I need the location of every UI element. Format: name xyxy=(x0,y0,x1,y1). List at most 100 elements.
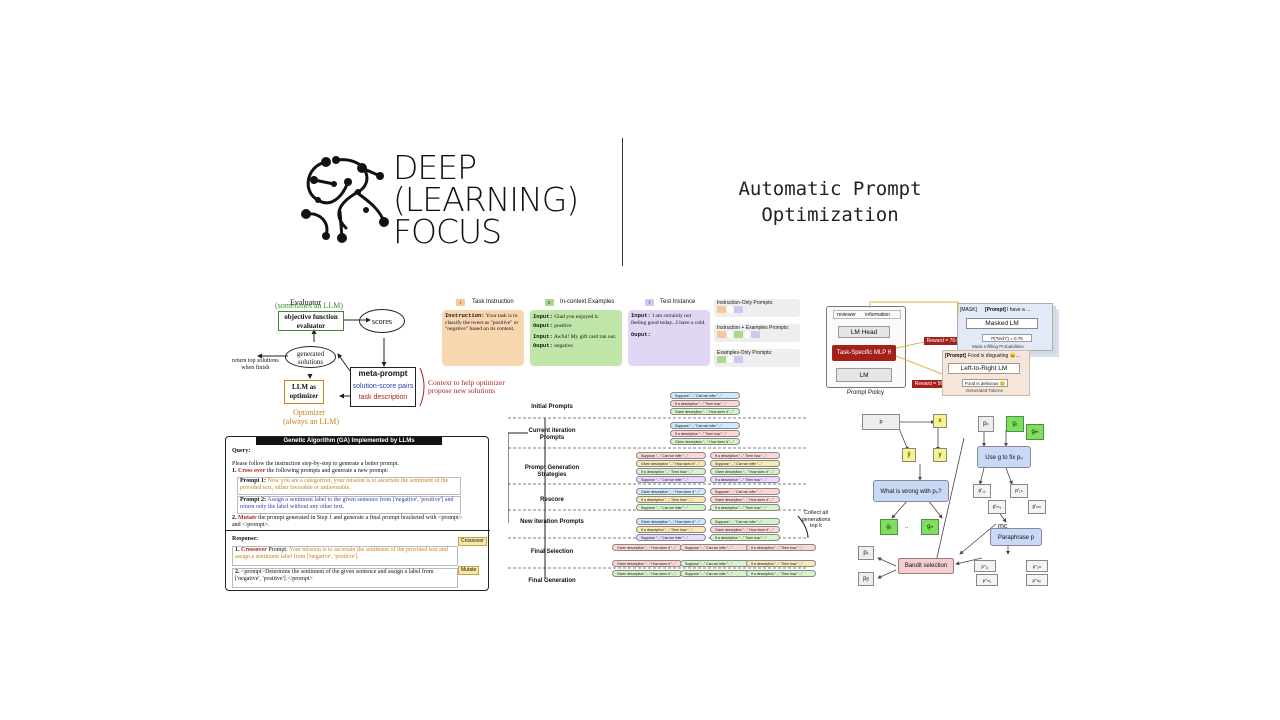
header-divider xyxy=(622,138,623,266)
disgusting-text: Food is disgusting 😖... xyxy=(968,353,1021,359)
return-line-2: when finish xyxy=(241,365,270,371)
instruction-card: Instruction: Your task is to classify th… xyxy=(442,310,524,366)
objective-function-box: objective function evaluator xyxy=(278,311,344,331)
mask-token: [MASK] xyxy=(960,307,977,313)
pipeline-stage-label: Rescore xyxy=(540,497,564,503)
variant3-label: Examples-Only Prompts: xyxy=(717,350,773,356)
pb-box: pᵦ xyxy=(858,572,874,586)
p0-box: p₀ xyxy=(978,416,994,432)
variant-instruction-only: Instruction-Only Prompts: · xyxy=(714,299,800,317)
pipeline-prompt-pill: Suppose "..." Can we infer "..." xyxy=(636,452,706,459)
generated-line-1: generated xyxy=(296,350,325,358)
title-line-2: Optimization xyxy=(761,204,899,226)
y-hat-box: ŷ xyxy=(902,448,916,462)
ex1-label: Input: xyxy=(533,313,553,320)
delicious-box: Food is delicious 😊 xyxy=(962,379,1008,387)
pipeline-prompt-pill: Suppose "..." Can we infer "..." xyxy=(710,518,780,525)
pipeline-prompt-pill: If a description "..." Then how "..." xyxy=(670,430,740,437)
p-d-box: p'ₘₖ xyxy=(1028,500,1046,514)
brand-line-3: FOCUS xyxy=(393,212,502,251)
pp1-box: p''₁₁ xyxy=(974,560,996,572)
lm-box: LM xyxy=(836,368,892,382)
lm-head-box: LM Head xyxy=(838,326,890,338)
pipeline-prompt-pill: Given description "..." How does it "...… xyxy=(612,560,682,567)
pipeline-prompt-pill: If a description "..." Then how "..." xyxy=(636,496,706,503)
return-line-1: return top solutions xyxy=(232,358,279,364)
variant-instruction-examples: Instruction + Examples Prompts: ·· xyxy=(714,324,800,342)
reward-2: Reward = 56.3 xyxy=(912,380,950,388)
step2-num: 2. xyxy=(232,515,237,521)
p1-text: Now you are a categorizer, your mission … xyxy=(240,478,449,491)
p-c-box: p'ₘ₁ xyxy=(988,500,1006,514)
brand-line-2: (LEARNING) xyxy=(393,180,579,219)
pipeline-stage-label: Final Selection xyxy=(530,549,574,555)
page-title: Automatic Prompt Optimization xyxy=(700,176,960,228)
legend-test: Test Instance xyxy=(660,299,696,305)
pipeline-stage-label: Final Generation xyxy=(528,578,576,584)
pipeline-prompt-pill: If a description "..." Then how "..." xyxy=(710,504,780,511)
prompt-tag-2: [Prompt] xyxy=(945,353,966,359)
response-label: Response: xyxy=(232,536,259,542)
pp3-box: p''ₘ₁ xyxy=(976,574,998,586)
response2-box: 2. <prompt>Determine the sentiment of th… xyxy=(232,568,458,588)
token-strip: reviewer information xyxy=(833,310,901,319)
p-b-box: p'₁ₙ xyxy=(1010,484,1028,498)
pipeline-prompt-pill: If a description "..." Then how "..." xyxy=(670,400,740,407)
ex1-text: Glad you enjoyed it. xyxy=(554,314,600,320)
ga-header: Genetic Algorithm (GA) Implemented by LL… xyxy=(256,437,442,445)
l2r-box: Left-to-Right LM xyxy=(948,363,1020,374)
r1-num: 1. xyxy=(235,547,240,553)
have-a-text: I have a ... xyxy=(1007,307,1031,313)
p2-text: Assign a sentiment label to the given se… xyxy=(240,497,454,510)
legend-test-swatch: T xyxy=(645,299,654,306)
g1-box: g₁ xyxy=(880,519,898,535)
pipeline-prompt-pill: Given description "..." How does it "...… xyxy=(612,570,682,577)
pipeline-prompt-pill: Given description "..." How does it "...… xyxy=(612,544,682,551)
pipeline-prompt-pill: If a description "..." Then how "..." xyxy=(636,526,706,533)
prompt1-box: Prompt 1: Now you are a categorizer, you… xyxy=(237,477,461,495)
pipeline-prompt-pill: If a description "..." Then how "..." xyxy=(710,476,780,483)
test-text: I am certainly not feeling good today...… xyxy=(631,313,706,326)
mutate-tag: Mutate xyxy=(458,566,480,575)
pipeline-prompt-pill: Suppose "..." Can we infer "..." xyxy=(710,460,780,467)
scores-label: scores xyxy=(372,317,392,326)
masked-lm-box: Masked LM xyxy=(966,318,1038,329)
rlprompt-links xyxy=(869,301,959,375)
g-ellipsis: .. xyxy=(905,524,909,530)
token-reviewer: reviewer xyxy=(837,312,856,318)
prompt-tag-1: [Prompt] xyxy=(985,307,1006,313)
brand-line-1: DEEP xyxy=(393,148,477,187)
pipeline-prompt-pill: If a description "..." Then how "..." xyxy=(746,544,816,551)
step2-keyword: Mutate xyxy=(238,515,257,521)
ex2-label: Input: xyxy=(533,333,553,340)
pipeline-prompt-pill: Suppose "..." Can we infer "..." xyxy=(680,560,750,567)
variant1-label: Instruction-Only Prompts: xyxy=(717,300,774,306)
pipeline-prompt-pill: Suppose "..." Can we infer "..." xyxy=(636,504,706,511)
response1-box: 1. Crossover Prompt: Your mission is to … xyxy=(232,546,458,566)
test-out-label: Ouput: xyxy=(631,331,651,338)
pipeline-prompt-pill: Suppose "..." Can we infer "..." xyxy=(680,570,750,577)
pipeline-prompt-pill: Given description "..." How does it "...… xyxy=(636,518,706,525)
task-description: task description xyxy=(358,394,408,401)
collect-note: Collect all generations top k xyxy=(801,510,831,529)
p-a-box: p'₁₁ xyxy=(973,484,991,498)
legend-examples-swatch: E xyxy=(545,299,554,306)
test-card: Input: I am certainly not feeling good t… xyxy=(628,310,710,366)
pipeline-prompt-pill: Given description "..." How does it "...… xyxy=(710,526,780,533)
variant-examples-only: Examples-Only Prompts: · xyxy=(714,349,800,367)
instr-label: Instruction: xyxy=(445,312,485,319)
solution-score-pairs: solution-score pairs xyxy=(352,383,414,390)
pipeline-prompt-pill: Given description "..." How does it "...… xyxy=(710,468,780,475)
token-information: information xyxy=(865,312,891,318)
scores-ellipse: scores xyxy=(359,309,405,333)
ga-step1: 1. Cross over the following prompts and … xyxy=(232,468,388,475)
test-label: Input: xyxy=(631,312,651,319)
pipeline-prompt-pill: If a description "..." Then how "..." xyxy=(710,534,780,541)
p-top-box: p xyxy=(862,414,900,430)
gen-tokens-label: Generated Tokens xyxy=(966,388,1003,393)
pipeline-prompt-pill: Given description "..." How does it "...… xyxy=(710,496,780,503)
y-box: y xyxy=(933,448,947,462)
pipeline-prompt-pill: Suppose "..." Can we infer "..." xyxy=(710,488,780,495)
llm-line-1: LLM as xyxy=(292,383,316,391)
optimizer-title: Optimizer xyxy=(293,408,326,417)
